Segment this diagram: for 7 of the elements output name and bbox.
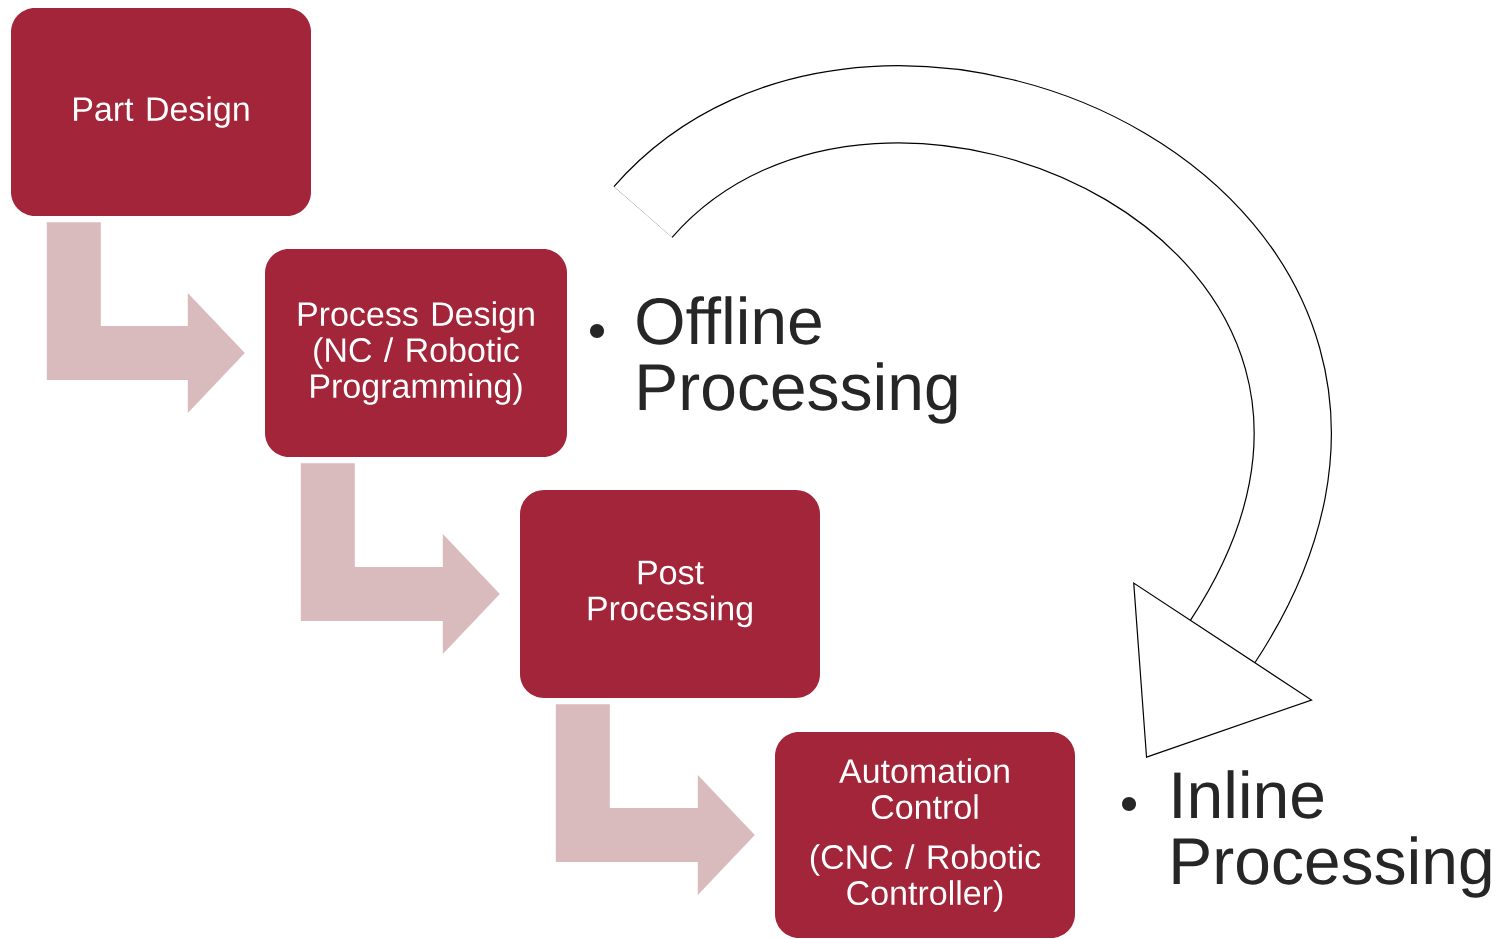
l-shaped-arrow (46, 222, 245, 413)
process-box: Automation Control (CNC / Robotic Controller) (775, 732, 1075, 938)
bullet-text: Inline Processing (1173, 770, 1491, 898)
process-box: Process Design (NC / Robotic Programming) (265, 249, 567, 457)
l-shaped-arrow (555, 704, 755, 895)
process-box: Part Design (11, 8, 311, 216)
l-shaped-arrow (300, 463, 500, 654)
